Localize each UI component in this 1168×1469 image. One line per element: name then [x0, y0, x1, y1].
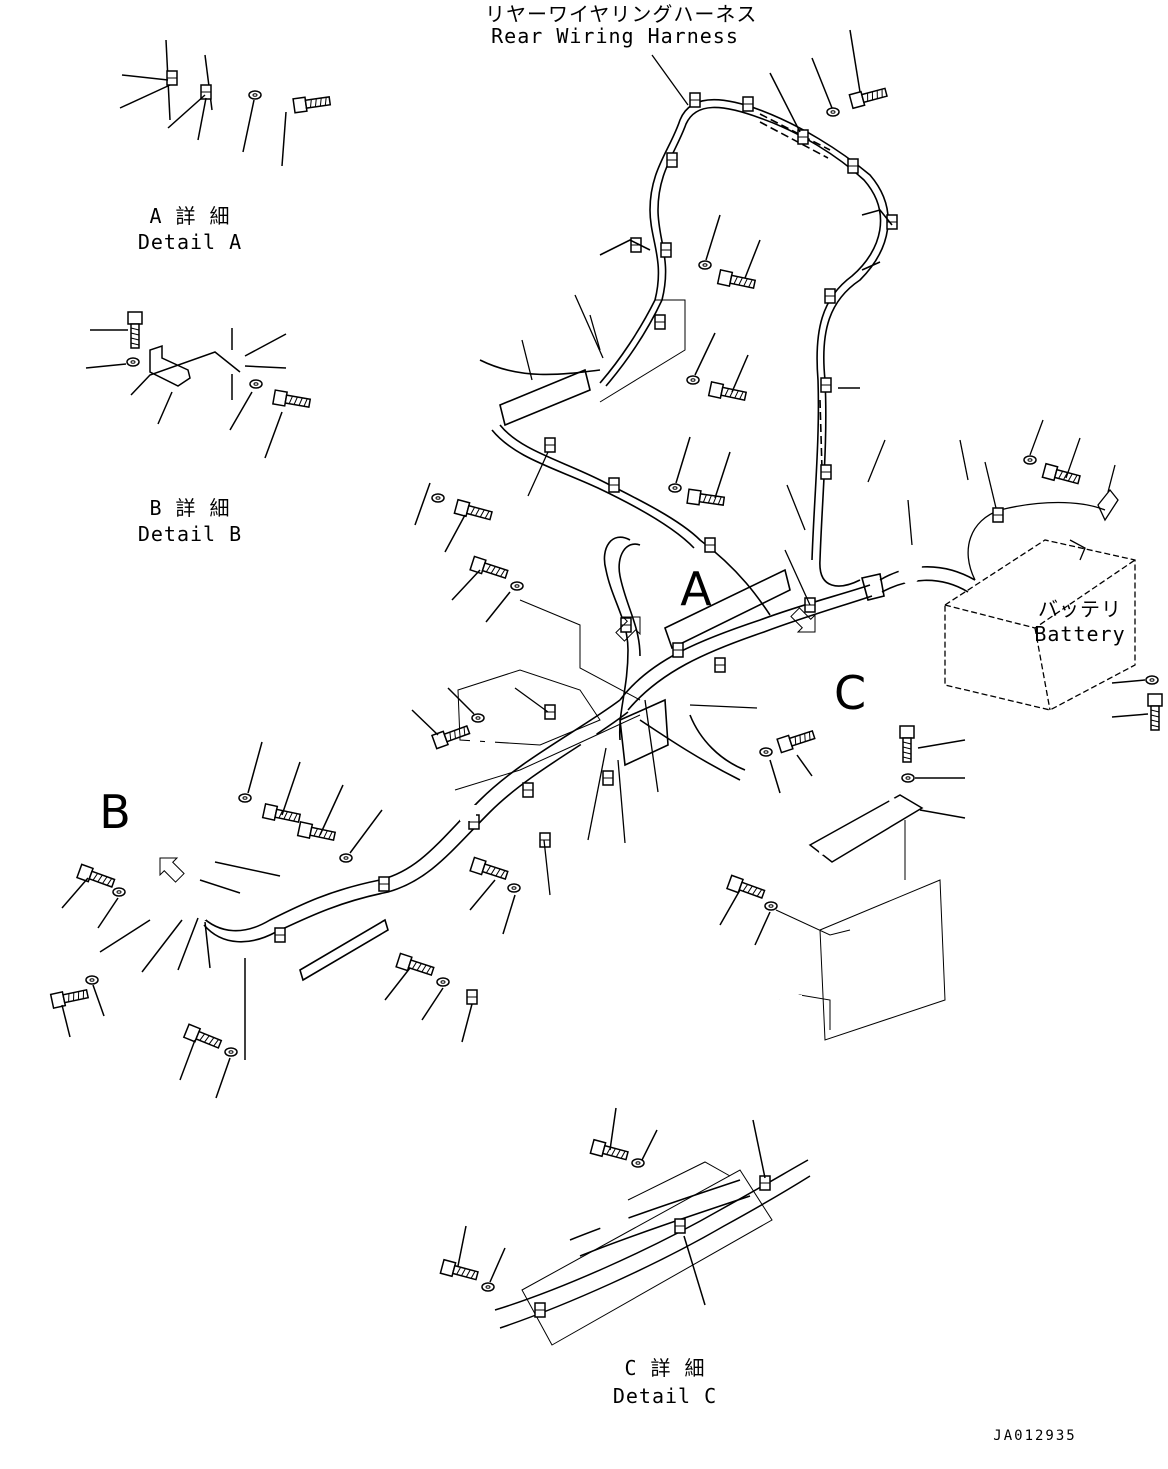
rear-harness-loop — [572, 92, 898, 587]
lower-harness — [199, 669, 746, 982]
mid-fasteners — [49, 482, 817, 1099]
leader-lines — [514, 54, 913, 896]
view-marker-c: C — [833, 666, 867, 720]
detail-b-drawing — [85, 311, 312, 459]
view-marker-b: B — [99, 785, 131, 839]
detail-a-drawing — [119, 39, 332, 167]
detail-b-title-jp: B 詳 細 — [149, 496, 231, 520]
detail-b-title-en: Detail B — [137, 522, 243, 546]
rear-harness-fasteners — [668, 29, 889, 509]
main-harness — [479, 359, 976, 741]
detail-a-title-jp: A 詳 細 — [149, 204, 231, 228]
battery-label-en: Battery — [1034, 622, 1126, 646]
harness-label-jp: リヤーワイヤリングハーネス — [485, 2, 758, 26]
battery-icon — [944, 419, 1136, 711]
detail-c-title-jp: C 詳 細 — [624, 1356, 706, 1380]
drawing-code: JA012935 — [993, 1428, 1077, 1444]
harness-label-en: Rear Wiring Harness — [491, 24, 739, 48]
junction-box — [99, 830, 281, 973]
right-fasteners — [719, 675, 1163, 1041]
battery-label-jp: バッテリ — [1038, 597, 1122, 621]
detail-c-drawing — [439, 1107, 811, 1346]
detail-a-title-en: Detail A — [137, 230, 243, 254]
detail-c-title-en: Detail C — [612, 1384, 718, 1408]
view-marker-a: A — [680, 562, 712, 616]
